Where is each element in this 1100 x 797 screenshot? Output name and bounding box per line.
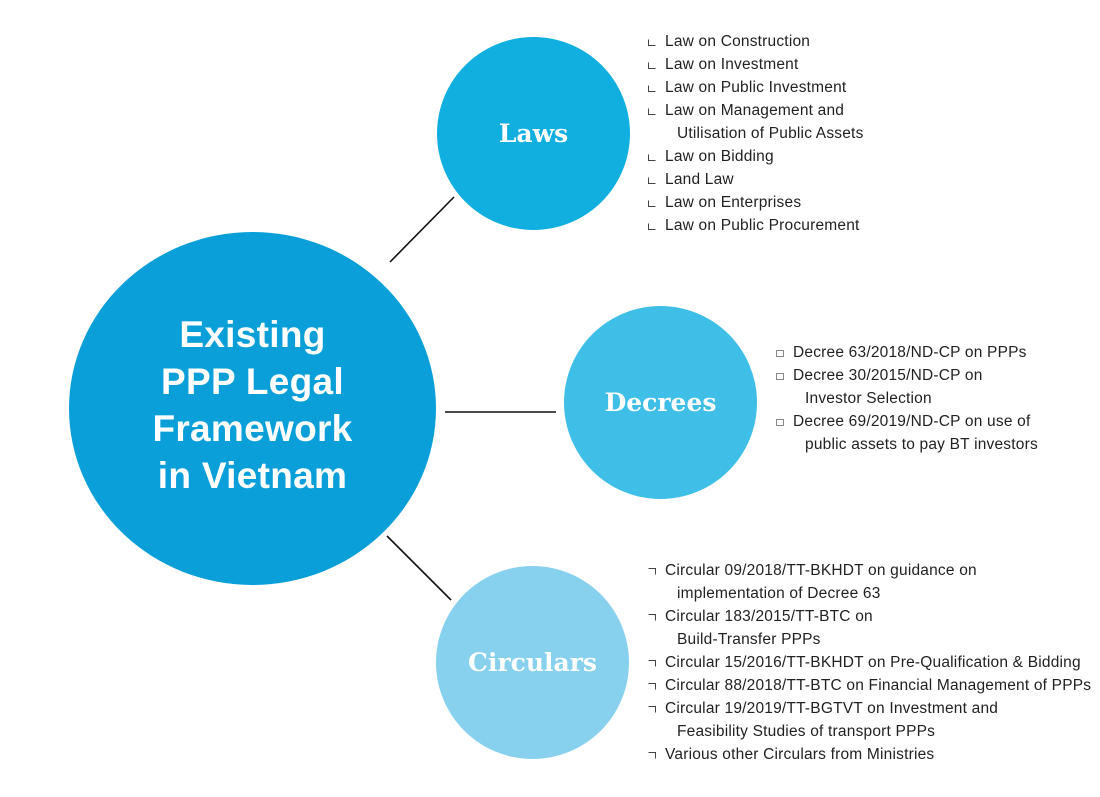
list-item-text: Law on Bidding (665, 148, 774, 165)
center-node: Existing PPP Legal Framework in Vietnam (69, 232, 436, 585)
list-item-text: Law on Public Investment (665, 79, 847, 96)
list-item-text: Law on Management and (665, 102, 845, 119)
decrees-list-item-continuation: Investor Selection (776, 387, 1038, 410)
center-title-line: Existing (179, 313, 326, 355)
checkbox-bullet-icon (648, 200, 656, 207)
list-item-text: Decree 69/2019/ND-CP on use of (793, 413, 1031, 430)
laws-list-item: Law on Construction (648, 30, 864, 53)
circulars-list-item: Circular 183/2015/TT-BTC on (648, 605, 1091, 628)
circulars-list-item-continuation: Build-Transfer PPPs (648, 628, 1091, 651)
connector-laws (389, 196, 455, 263)
laws-list-item-continuation: Utilisation of Public Assets (648, 122, 864, 145)
decrees-node: Decrees (564, 306, 757, 499)
laws-list-item: Law on Bidding (648, 145, 864, 168)
checkbox-bullet-icon (648, 568, 656, 575)
circulars-list-item: Various other Circulars from Ministries (648, 743, 1091, 766)
circulars-node: Circulars (436, 566, 629, 759)
checkbox-bullet-icon (648, 752, 656, 759)
checkbox-bullet-icon (776, 373, 784, 380)
list-item-text: Law on Enterprises (665, 194, 802, 211)
checkbox-bullet-icon (648, 614, 656, 621)
circulars-label: Circulars (468, 648, 597, 677)
decrees-label: Decrees (604, 388, 717, 417)
checkbox-bullet-icon (776, 419, 784, 426)
list-item-text: Circular 09/2018/TT-BKHDT on guidance on (665, 562, 977, 579)
circulars-list: Circular 09/2018/TT-BKHDT on guidance on… (648, 559, 1091, 766)
circulars-list-item: Circular 88/2018/TT-BTC on Financial Man… (648, 674, 1091, 697)
decrees-list-item-continuation: public assets to pay BT investors (776, 433, 1038, 456)
circulars-list-item: Circular 09/2018/TT-BKHDT on guidance on (648, 559, 1091, 582)
list-item-text: Decree 63/2018/ND-CP on PPPs (793, 344, 1027, 361)
laws-label: Laws (498, 119, 569, 148)
list-item-text: Decree 30/2015/ND-CP on (793, 367, 983, 384)
center-title-line: in Vietnam (157, 454, 348, 496)
laws-list-item: Law on Public Procurement (648, 214, 864, 237)
laws-list-item: Law on Enterprises (648, 191, 864, 214)
list-item-text: Circular 183/2015/TT-BTC on (665, 608, 873, 625)
checkbox-bullet-icon (648, 39, 656, 46)
list-item-text: public assets to pay BT investors (805, 436, 1038, 453)
list-item-text: Law on Investment (665, 56, 799, 73)
list-item-text: Utilisation of Public Assets (677, 125, 864, 142)
list-item-text: Law on Public Procurement (665, 217, 860, 234)
list-item-text: Various other Circulars from Ministries (665, 746, 935, 763)
decrees-list-item: Decree 69/2019/ND-CP on use of (776, 410, 1038, 433)
checkbox-bullet-icon (648, 660, 656, 667)
list-item-text: Build-Transfer PPPs (677, 631, 821, 648)
laws-list-item: Law on Investment (648, 53, 864, 76)
list-item-text: Circular 19/2019/TT-BGTVT on Investment … (665, 700, 999, 717)
checkbox-bullet-icon (648, 62, 656, 69)
checkbox-bullet-icon (648, 154, 656, 161)
checkbox-bullet-icon (648, 683, 656, 690)
laws-list-item: Law on Public Investment (648, 76, 864, 99)
decrees-list-item: Decree 63/2018/ND-CP on PPPs (776, 341, 1038, 364)
center-title: Existing PPP Legal Framework in Vietnam (152, 311, 352, 499)
checkbox-bullet-icon (776, 350, 784, 357)
center-title-line: PPP Legal (161, 360, 344, 402)
list-item-text: implementation of Decree 63 (677, 585, 881, 602)
list-item-text: Land Law (665, 171, 734, 188)
list-item-text: Feasibility Studies of transport PPPs (677, 723, 936, 740)
laws-list-item: Land Law (648, 168, 864, 191)
circulars-list-item: Circular 19/2019/TT-BGTVT on Investment … (648, 697, 1091, 720)
list-item-text: Circular 88/2018/TT-BTC on Financial Man… (665, 677, 1092, 694)
laws-list-item: Law on Management and (648, 99, 864, 122)
decrees-list-item: Decree 30/2015/ND-CP on (776, 364, 1038, 387)
checkbox-bullet-icon (648, 85, 656, 92)
checkbox-bullet-icon (648, 177, 656, 184)
checkbox-bullet-icon (648, 108, 656, 115)
list-item-text: Law on Construction (665, 33, 811, 50)
circulars-list-item-continuation: Feasibility Studies of transport PPPs (648, 720, 1091, 743)
circulars-list-item: Circular 15/2016/TT-BKHDT on Pre-Qualifi… (648, 651, 1091, 674)
list-item-text: Circular 15/2016/TT-BKHDT on Pre-Qualifi… (665, 654, 1081, 671)
circulars-list-item-continuation: implementation of Decree 63 (648, 582, 1091, 605)
list-item-text: Investor Selection (805, 390, 932, 407)
connector-circulars (386, 535, 452, 601)
center-title-line: Framework (152, 407, 353, 449)
checkbox-bullet-icon (648, 223, 656, 230)
laws-node: Laws (437, 37, 630, 230)
checkbox-bullet-icon (648, 706, 656, 713)
